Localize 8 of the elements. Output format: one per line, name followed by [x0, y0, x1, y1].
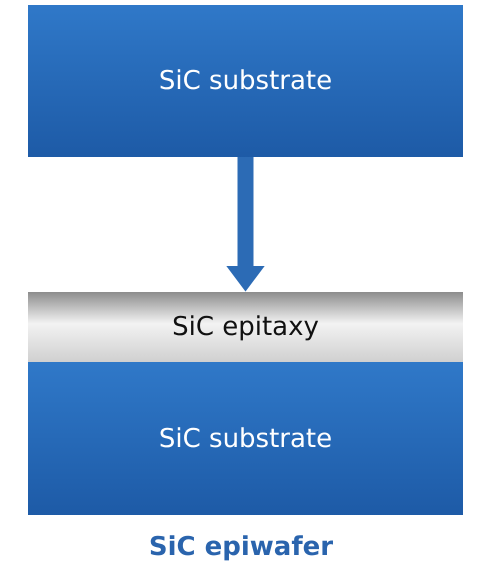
node-label: SiC epiwafer [148, 532, 334, 562]
layer-label: SiC epitaxy [172, 312, 319, 342]
substrate-layer [28, 362, 463, 515]
arrow [226, 157, 265, 292]
layer-label: SiC substrate [158, 66, 332, 96]
substrate-layer [28, 5, 463, 157]
layer-label: SiC substrate [158, 424, 332, 454]
epitaxy-layer [28, 292, 463, 362]
